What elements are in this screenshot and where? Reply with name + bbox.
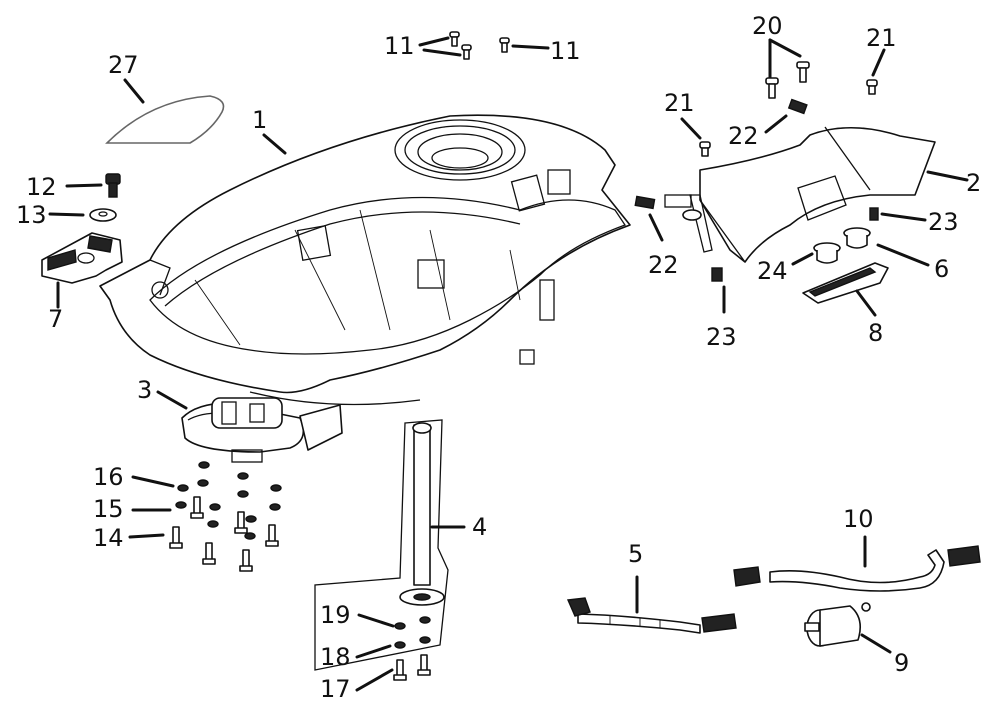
callout-11a: 11 bbox=[384, 32, 415, 60]
grommet-part-24 bbox=[813, 242, 841, 264]
clip-part-23b bbox=[869, 207, 879, 221]
fuel-pump-part-3 bbox=[181, 397, 343, 463]
rubber-grommet-part-6 bbox=[843, 227, 871, 249]
callout-12: 12 bbox=[26, 173, 57, 201]
fuel-tank-part-1 bbox=[99, 114, 631, 406]
callout-23a: 23 bbox=[706, 323, 737, 351]
callout-3: 3 bbox=[137, 376, 153, 404]
callout-6: 6 bbox=[934, 255, 950, 283]
fuel-hose-part-10 bbox=[733, 545, 981, 592]
callout-4: 4 bbox=[472, 513, 488, 541]
bracket-part-7 bbox=[41, 232, 123, 284]
callout-1: 1 bbox=[252, 106, 268, 134]
callout-23b: 23 bbox=[928, 208, 959, 236]
callout-15: 15 bbox=[93, 495, 124, 523]
callout-22a: 22 bbox=[728, 122, 759, 150]
rubber-pad-part-8 bbox=[802, 262, 889, 304]
screw-part-11b bbox=[461, 44, 472, 60]
clip-part-23a bbox=[711, 267, 723, 282]
callout-8: 8 bbox=[868, 319, 884, 347]
tank-cover-part-2 bbox=[664, 126, 936, 263]
callout-2: 2 bbox=[966, 169, 982, 197]
callout-21a: 21 bbox=[664, 89, 695, 117]
screw-part-21a bbox=[699, 141, 711, 157]
screw-part-20b bbox=[796, 61, 810, 83]
callout-18: 18 bbox=[320, 643, 351, 671]
callout-7: 7 bbox=[48, 305, 64, 333]
screw-part-21b bbox=[866, 79, 878, 95]
leader-lines bbox=[48, 36, 969, 692]
fasteners-group-14-15-16 bbox=[169, 461, 282, 572]
bolt-part-12 bbox=[105, 173, 121, 198]
callout-21b: 21 bbox=[866, 24, 897, 52]
callout-16: 16 bbox=[93, 463, 124, 491]
fuel-hose-part-5 bbox=[566, 597, 737, 634]
clip-nut-part-22a bbox=[787, 98, 808, 115]
washer-part-13 bbox=[89, 208, 117, 222]
callout-14: 14 bbox=[93, 524, 124, 552]
callout-19: 19 bbox=[320, 601, 351, 629]
callout-22b: 22 bbox=[648, 251, 679, 279]
fuel-level-sensor-part-4 bbox=[314, 419, 449, 681]
fuel-filter-part-9 bbox=[804, 602, 871, 647]
callout-10: 10 bbox=[843, 505, 874, 533]
callout-9: 9 bbox=[894, 649, 910, 677]
callout-17: 17 bbox=[320, 675, 351, 703]
callout-13: 13 bbox=[16, 201, 47, 229]
callout-27: 27 bbox=[108, 51, 139, 79]
screw-part-11c bbox=[499, 37, 510, 53]
screw-part-11a bbox=[449, 31, 460, 47]
callout-5: 5 bbox=[628, 540, 644, 568]
clip-nut-part-22b bbox=[634, 195, 656, 210]
screw-part-20a bbox=[765, 77, 779, 99]
callout-24: 24 bbox=[757, 257, 788, 285]
callout-11b: 11 bbox=[550, 37, 581, 65]
gasket-part-27 bbox=[105, 95, 225, 144]
callout-20: 20 bbox=[752, 12, 783, 40]
